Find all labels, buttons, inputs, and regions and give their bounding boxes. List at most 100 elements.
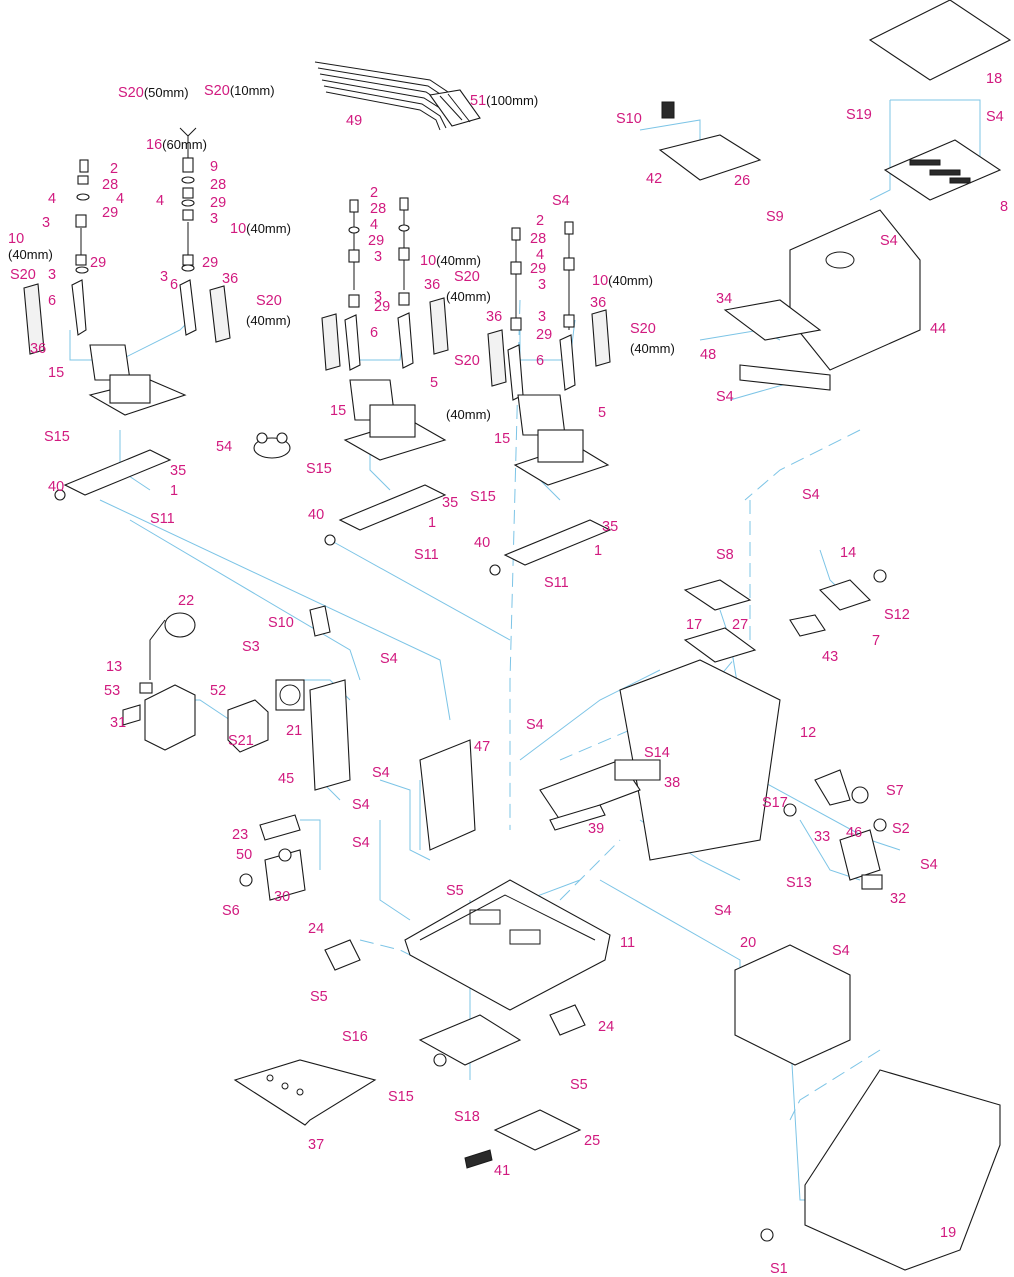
length-note-text: (100mm) xyxy=(486,93,539,108)
part-number-text: S18 xyxy=(454,1109,480,1125)
part-label-s20e: S20 xyxy=(454,269,480,285)
part-label-36c: 36 xyxy=(424,278,440,293)
part-number-text: 28 xyxy=(530,231,547,247)
part-label-36e: 36 xyxy=(590,296,606,311)
part-number-text: 2 xyxy=(536,213,545,229)
part-number-text: (40mm) xyxy=(630,341,675,356)
part-number-text: 15 xyxy=(330,403,347,419)
part-label-41: 41 xyxy=(494,1164,510,1179)
part-label-s1: S1 xyxy=(770,1262,788,1277)
part-number-text: S4 xyxy=(352,797,370,813)
part-number-text: S11 xyxy=(414,547,439,563)
part-label-15b: 15 xyxy=(330,403,347,419)
part-label-s7: S7 xyxy=(886,784,904,799)
part-label-18: 18 xyxy=(986,72,1002,87)
part-number-text: (40mm) xyxy=(8,247,53,262)
part-label-s9: S9 xyxy=(766,210,784,225)
part-label-45: 45 xyxy=(278,772,294,787)
part-number-text: 35 xyxy=(602,519,619,535)
part-number-text: 29 xyxy=(368,233,385,249)
part-number-text: S15 xyxy=(470,489,496,505)
part-number-text: 4 xyxy=(370,217,379,233)
part-number-text: 2 xyxy=(110,161,119,177)
part-number-text: S12 xyxy=(884,607,910,623)
part-number-text: S14 xyxy=(644,745,670,761)
part-number-text: 20 xyxy=(740,935,757,951)
length-note-text: (40mm) xyxy=(608,273,653,288)
part-number-text: 37 xyxy=(308,1137,325,1153)
part-number-text: 2 xyxy=(370,185,379,201)
part-label-s14: S14 xyxy=(644,745,670,761)
part-label-s15d: S15 xyxy=(388,1090,414,1105)
part-label-39: 39 xyxy=(588,822,604,837)
plate-37 xyxy=(233,1059,377,1126)
part-number-text: S20 xyxy=(454,353,480,369)
part-number-text: S4 xyxy=(380,651,398,667)
part-label-3g: 3 xyxy=(538,278,546,293)
part-number-text: S20 xyxy=(454,269,480,285)
part-label-29e: 29 xyxy=(368,233,385,249)
holder-23-30-50 xyxy=(239,814,306,901)
part-number-text: S13 xyxy=(786,875,812,891)
part-label-20: 20 xyxy=(740,935,757,951)
length-note-text: (40mm) xyxy=(246,221,291,236)
part-label-54: 54 xyxy=(216,440,232,455)
part-number-text: 1 xyxy=(594,543,603,559)
pcb-board-8 xyxy=(883,139,1002,201)
motor-assembly xyxy=(418,1014,522,1067)
part-label-35c: 35 xyxy=(602,519,619,535)
part-number-text: (40mm) xyxy=(446,289,491,304)
part-number-text: 24 xyxy=(308,921,325,937)
part-label-29h: 29 xyxy=(536,327,553,343)
bracket-45 xyxy=(309,679,351,791)
part-label-30: 30 xyxy=(274,890,290,905)
part-label-32: 32 xyxy=(890,892,906,907)
lever-33 xyxy=(783,769,887,832)
part-number-text: 10 xyxy=(420,253,437,269)
part-number-text: 36 xyxy=(30,341,47,357)
part-label-29g: 29 xyxy=(530,262,546,277)
part-number-text: S3 xyxy=(242,639,260,655)
part-label-3c: 3 xyxy=(210,212,218,227)
part-number-text: S5 xyxy=(310,989,328,1005)
part-number-text: 34 xyxy=(716,291,733,307)
coil-22 xyxy=(149,612,196,680)
carriage-assembly-right xyxy=(489,394,612,576)
part-label-6d: 6 xyxy=(536,354,544,369)
part-label-s19: S19 xyxy=(846,108,872,123)
part-number-text: 48 xyxy=(700,347,717,363)
rod-column-mid xyxy=(179,127,197,336)
part-number-text: 29 xyxy=(536,327,553,343)
part-label-47: 47 xyxy=(474,740,490,755)
part-number-text: S4 xyxy=(986,109,1004,125)
part-number-text: S15 xyxy=(44,429,70,445)
part-number-text: 27 xyxy=(732,617,749,633)
part-number-text: 3 xyxy=(42,215,51,231)
part-number-text: 13 xyxy=(106,659,123,675)
part-number-text: S4 xyxy=(832,943,850,959)
part-number-text: 1 xyxy=(170,483,179,499)
part-label-3f: 3 xyxy=(374,290,382,305)
part-label-1a: 1 xyxy=(170,483,179,499)
part-label-s20c: S20 xyxy=(10,268,36,283)
part-number-text: 23 xyxy=(232,827,249,843)
length-note-text: (50mm) xyxy=(143,85,189,100)
part-label-36a: 36 xyxy=(30,341,47,357)
bracket-47 xyxy=(419,739,476,851)
part-label-35b: 35 xyxy=(442,496,458,511)
carriage-assembly-center xyxy=(324,379,447,546)
part-number-text: 26 xyxy=(734,173,751,189)
part-number-text: S20 xyxy=(204,83,230,99)
part-label-29b: 29 xyxy=(90,256,106,271)
part-number-text: 36 xyxy=(222,271,239,287)
part-number-text: 29 xyxy=(102,205,119,221)
part-number-text: S4 xyxy=(372,765,390,781)
part-number-text: 24 xyxy=(598,1019,615,1035)
rod-column-left xyxy=(71,159,90,336)
part-label-14: 14 xyxy=(840,546,856,561)
part-label-12: 12 xyxy=(800,726,816,741)
base-tray-11 xyxy=(404,879,611,1011)
part-label-2a: 2 xyxy=(110,161,119,177)
part-number-text: 28 xyxy=(210,177,227,193)
